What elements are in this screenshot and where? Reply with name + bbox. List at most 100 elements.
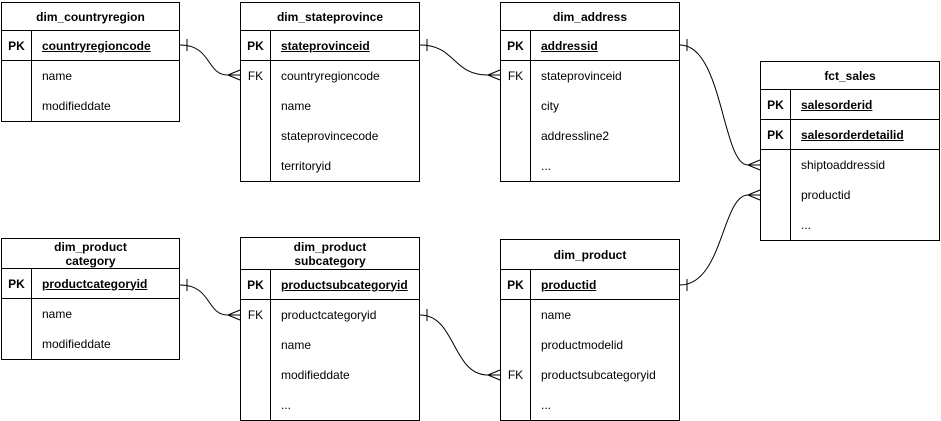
column-cell: addressid xyxy=(531,31,679,60)
key-cell xyxy=(501,300,531,330)
table-row: PK productcategoryid xyxy=(2,269,179,299)
column-name: modifieddate xyxy=(42,337,111,351)
table-title-text: dim_product xyxy=(293,239,367,254)
table-row: name xyxy=(2,299,179,329)
table-row: name xyxy=(2,61,179,91)
column-cell: ... xyxy=(791,210,939,240)
key-cell xyxy=(2,299,32,329)
column-name: name xyxy=(42,69,73,83)
column-name: productcategoryid xyxy=(281,308,377,322)
column-name: territoryid xyxy=(281,159,332,173)
table-dim-address: dim_address PK addressid FK stateprovinc… xyxy=(500,2,680,182)
table-row: PK productsubcategoryid xyxy=(241,270,419,300)
table-title: dim_address xyxy=(501,3,679,31)
column-cell: city xyxy=(531,91,679,121)
key-cell: FK xyxy=(241,61,271,91)
table-row: PK stateprovinceid xyxy=(241,31,419,61)
table-row: territoryid xyxy=(241,151,419,181)
column-name: countryregioncode xyxy=(281,69,380,83)
table-title-text: dim_stateprovince xyxy=(276,9,384,24)
table-row: ... xyxy=(501,390,679,420)
table-row: modifieddate xyxy=(2,329,179,359)
column-name: name xyxy=(281,99,312,113)
key-cell xyxy=(241,91,271,121)
column-cell: addressline2 xyxy=(531,121,679,151)
column-name: name xyxy=(281,338,312,352)
column-name: ... xyxy=(281,398,292,412)
column-cell: salesorderid xyxy=(791,90,939,119)
table-title: dim_product subcategory xyxy=(241,238,419,270)
column-name: city xyxy=(541,99,559,113)
key-cell: PK xyxy=(761,90,791,119)
column-name: stateprovincecode xyxy=(281,129,379,143)
key-cell: PK xyxy=(501,31,531,60)
table-title: fct_sales xyxy=(761,62,939,90)
table-row: modifieddate xyxy=(241,360,419,390)
table-row: modifieddate xyxy=(2,91,179,121)
table-title-text: dim_product xyxy=(54,239,127,254)
column-name: productid xyxy=(801,188,851,202)
column-name: ... xyxy=(541,159,552,173)
key-cell xyxy=(2,329,32,359)
table-row: ... xyxy=(241,390,419,420)
relationship-countryregion-stateprovince xyxy=(179,39,241,81)
column-name: stateprovinceid xyxy=(541,69,622,83)
relationship-product-fctsales xyxy=(679,189,761,291)
relationship-stateprovince-address xyxy=(419,39,501,81)
column-cell: stateprovinceid xyxy=(271,31,419,60)
table-row: stateprovincecode xyxy=(241,121,419,151)
table-title-text: dim_countryregion xyxy=(36,9,145,24)
key-label: FK xyxy=(247,69,264,83)
table-row: name xyxy=(241,330,419,360)
relationship-subcategory-product xyxy=(419,309,501,381)
key-cell: PK xyxy=(2,31,32,60)
column-cell: name xyxy=(32,299,179,329)
table-title: dim_stateprovince xyxy=(241,3,419,31)
key-cell: PK xyxy=(2,269,32,298)
table-row: PK salesorderid xyxy=(761,90,939,120)
table-title-text: dim_address xyxy=(552,9,628,24)
column-cell: stateprovinceid xyxy=(531,61,679,91)
table-title: dim_product xyxy=(501,240,679,270)
column-name: addressid xyxy=(541,38,598,53)
key-label: PK xyxy=(8,38,25,53)
key-cell xyxy=(501,151,531,181)
column-name: salesorderdetailid xyxy=(801,127,904,142)
relationship-address-fctsales xyxy=(679,39,761,171)
column-cell: territoryid xyxy=(271,151,419,181)
column-name: shiptoaddressid xyxy=(801,158,886,172)
key-cell: PK xyxy=(241,31,271,60)
column-name: ... xyxy=(801,218,812,232)
key-label: PK xyxy=(247,38,264,53)
table-row: addressline2 xyxy=(501,121,679,151)
key-label: PK xyxy=(767,97,784,112)
column-cell: ... xyxy=(531,390,679,420)
table-row: PK salesorderdetailid xyxy=(761,120,939,150)
column-cell: productid xyxy=(531,270,679,299)
column-cell: salesorderdetailid xyxy=(791,120,939,149)
relationship-category-subcategory xyxy=(179,279,241,321)
column-name: addressline2 xyxy=(541,129,610,143)
key-label: FK xyxy=(247,308,264,322)
column-cell: countryregioncode xyxy=(32,31,179,60)
column-cell: name xyxy=(271,330,419,360)
key-label: FK xyxy=(507,368,524,382)
column-name: name xyxy=(42,307,73,321)
column-name: countryregioncode xyxy=(42,38,151,53)
table-row: FK stateprovinceid xyxy=(501,61,679,91)
column-cell: ... xyxy=(271,390,419,420)
key-cell xyxy=(241,390,271,420)
key-cell: FK xyxy=(501,360,531,390)
column-name: productsubcategoryid xyxy=(541,368,656,382)
column-name: name xyxy=(541,308,572,322)
table-title: dim_product category xyxy=(2,239,179,269)
table-title: dim_countryregion xyxy=(2,3,179,31)
key-label: FK xyxy=(507,69,524,83)
column-cell: productid xyxy=(791,180,939,210)
table-row: productmodelid xyxy=(501,330,679,360)
column-cell: productcategoryid xyxy=(32,269,179,298)
column-cell: productsubcategoryid xyxy=(271,270,419,299)
table-row: PK addressid xyxy=(501,31,679,61)
key-cell xyxy=(761,180,791,210)
